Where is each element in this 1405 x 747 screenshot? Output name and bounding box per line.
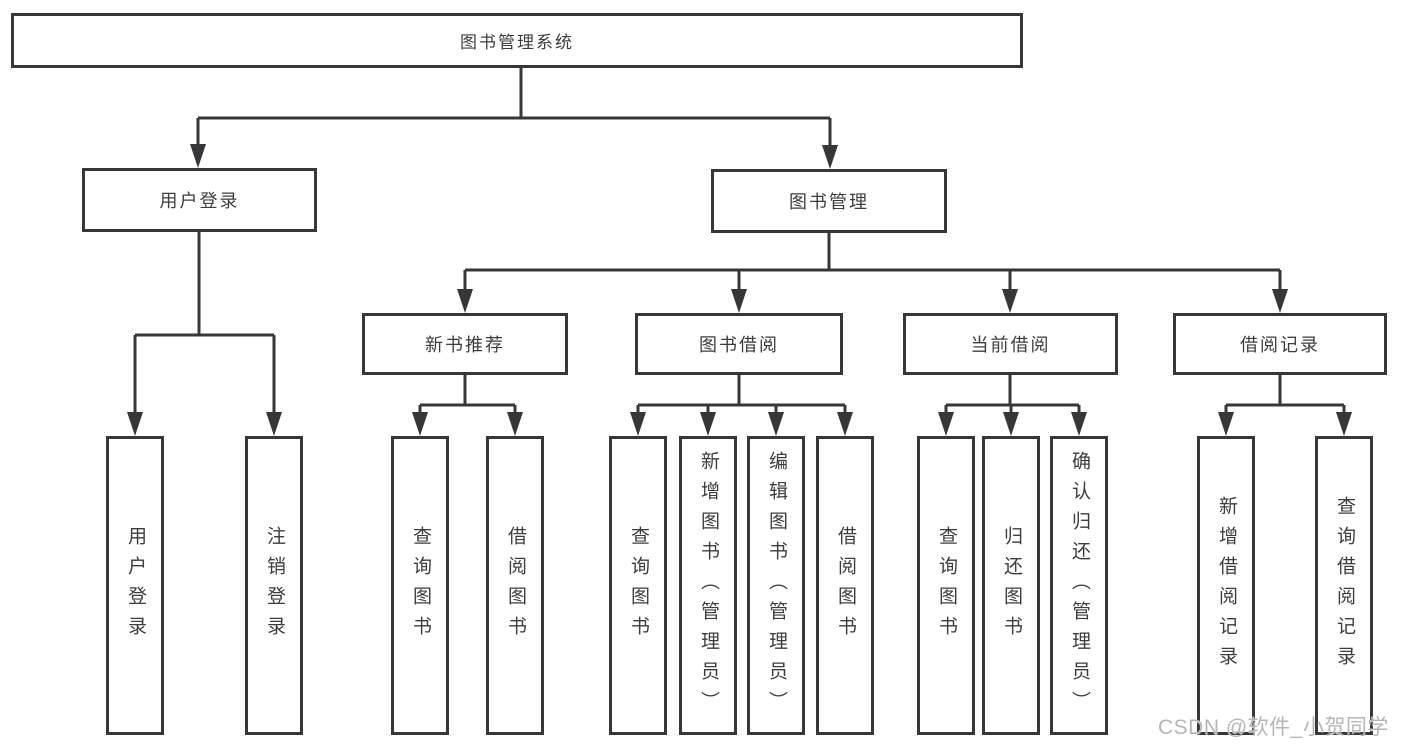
connector-line — [636, 375, 847, 414]
connector-line — [944, 375, 1081, 414]
node-borrow-records: 借阅记录 — [1173, 313, 1387, 375]
leaf-logout-login: 注销登录 — [245, 436, 303, 735]
arrowhead-icon — [1218, 412, 1234, 436]
leaf-user-login: 用户登录 — [106, 436, 164, 735]
arrowhead-icon — [1003, 412, 1019, 436]
arrowhead-icon — [507, 412, 523, 436]
node-book-management: 图书管理 — [711, 169, 947, 233]
leaf-edit-books-admin: 编辑图书（管理员） — [747, 436, 805, 735]
arrowhead-icon — [822, 145, 838, 169]
node-book-borrowing: 图书借阅 — [635, 313, 843, 375]
leaf-query-borrow-record: 查询借阅记录 — [1315, 436, 1373, 735]
leaf-return-books: 归还图书 — [982, 436, 1040, 735]
connector-user-login-to-leaves — [127, 232, 282, 436]
connector-line — [418, 375, 517, 414]
node-root: 图书管理系统 — [11, 13, 1023, 68]
arrowhead-icon — [190, 144, 206, 168]
arrowhead-icon — [938, 412, 954, 436]
connector-book-mgmt-to-level3 — [457, 233, 1288, 313]
arrowhead-icon — [630, 412, 646, 436]
connector-line — [133, 232, 276, 414]
arrowhead-icon — [700, 412, 716, 436]
leaf-query-books-recommend: 查询图书 — [391, 436, 449, 735]
leaf-query-books-borrowing: 查询图书 — [609, 436, 667, 735]
arrowhead-icon — [837, 412, 853, 436]
csdn-watermark: CSDN @软件_小贺同学 — [1158, 716, 1389, 739]
arrowhead-icon — [731, 289, 747, 313]
leaf-borrow-books-recommend: 借阅图书 — [486, 436, 544, 735]
connector-current-borrow-to-leaves — [938, 375, 1087, 436]
leaf-confirm-return-admin: 确认归还（管理员） — [1050, 436, 1108, 735]
connector-root-to-level2 — [190, 68, 838, 169]
connector-borrow-records-to-leaves — [1218, 375, 1352, 436]
node-current-borrowing: 当前借阅 — [903, 313, 1118, 375]
node-user-login: 用户登录 — [82, 168, 317, 232]
connector-line — [463, 233, 1282, 291]
connector-line — [196, 68, 832, 147]
arrowhead-icon — [1002, 289, 1018, 313]
connector-book-borrow-to-leaves — [630, 375, 853, 436]
leaf-query-books-current: 查询图书 — [917, 436, 975, 735]
arrowhead-icon — [768, 412, 784, 436]
arrowhead-icon — [266, 412, 282, 436]
arrowhead-icon — [1071, 412, 1087, 436]
connector-line — [1224, 375, 1346, 414]
arrowhead-icon — [1336, 412, 1352, 436]
connector-new-books-to-leaves — [412, 375, 523, 436]
leaf-add-books-admin: 新增图书（管理员） — [679, 436, 737, 735]
node-new-book-recommend: 新书推荐 — [362, 313, 568, 375]
leaf-add-borrow-record: 新增借阅记录 — [1197, 436, 1255, 735]
arrowhead-icon — [1272, 289, 1288, 313]
arrowhead-icon — [127, 412, 143, 436]
leaf-borrow-books-borrowing: 借阅图书 — [816, 436, 874, 735]
arrowhead-icon — [412, 412, 428, 436]
arrowhead-icon — [457, 289, 473, 313]
